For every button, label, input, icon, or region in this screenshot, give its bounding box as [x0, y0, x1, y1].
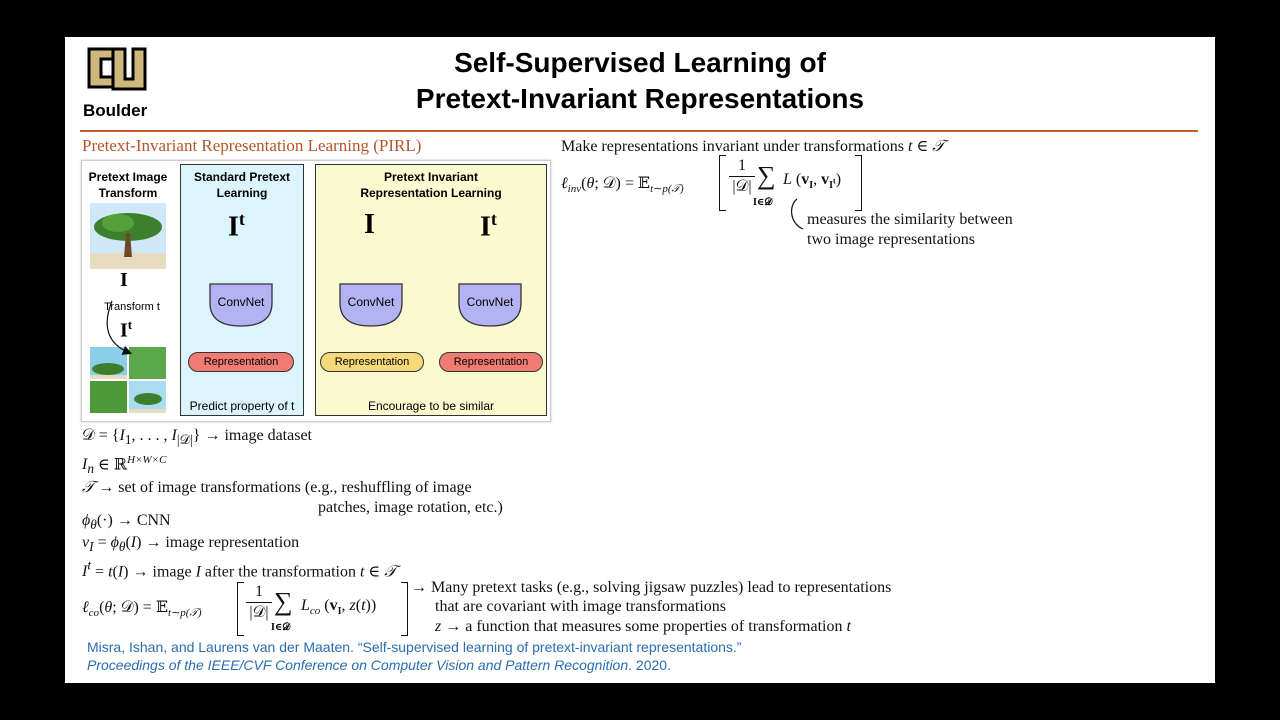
l-co-formula: ℓco(θ; 𝒟) = 𝔼t∼p(𝒯): [82, 599, 202, 620]
logo-text: Boulder: [83, 101, 148, 120]
citation-venue: Proceedings of the IEEE/CVF Conference o…: [87, 657, 629, 673]
inv-convnet-label-1: ConvNet: [347, 295, 395, 309]
inv-title-line1: Pretext Invariant: [383, 170, 479, 184]
def-transformations-cont: patches, image rotation, etc.): [318, 499, 503, 516]
std-convnet-label: ConvNet: [217, 295, 265, 309]
cu-logo-icon: [87, 47, 147, 91]
col1-title: Pretext Image Transform: [84, 169, 172, 201]
l-co-sum-index: I∈𝒟: [271, 622, 291, 633]
col1-title-line1: Pretext Image: [88, 170, 168, 184]
inv-representation-2: Representation: [439, 352, 543, 372]
l-inv-loss: L (vI, vIt): [783, 171, 842, 192]
inv-I-symbol: I: [364, 209, 375, 240]
std-title-line2: Learning: [216, 186, 268, 200]
def-cnn: ϕθ(·) → CNN: [82, 512, 171, 533]
def-transformed: It = t(I) → image I after the transforma…: [82, 558, 397, 581]
inv-bottom-label: Encourage to be similar: [367, 399, 495, 413]
similarity-note-line2: two image representations: [807, 231, 975, 248]
std-It-symbol: It: [228, 209, 245, 243]
col1-title-line2: Transform: [98, 186, 158, 200]
l-inv-bracket-left: [719, 155, 726, 211]
inv-It-symbol: It: [480, 209, 497, 243]
invariance-intro: Make representations invariant under tra…: [561, 138, 945, 155]
l-co-bracket-right: [401, 582, 408, 636]
slide-title-line2: Pretext-Invariant Representations: [415, 83, 865, 114]
inv-representation-1: Representation: [320, 352, 424, 372]
inv-title-line2: Representation Learning: [360, 186, 502, 200]
def-dataset: 𝒟 = {I1, . . . , I|𝒟|} → image dataset: [82, 427, 312, 448]
l-inv-frac: 1|𝒟|: [729, 157, 755, 196]
covariant-note-line3-text: a function that measures some properties…: [465, 618, 843, 635]
std-title-line1: Standard Pretext: [193, 170, 291, 184]
similarity-brace: [791, 198, 804, 230]
inv-convnet-shape-1: [339, 283, 403, 327]
std-convnet-shape: [209, 283, 273, 327]
def-dataset-text: image dataset: [224, 427, 312, 444]
similarity-note-line1: measures the similarity between: [807, 211, 1013, 228]
transform-label: Transform t: [104, 301, 160, 313]
def-transformations: 𝒯 → set of image transformations (e.g., …: [82, 479, 472, 496]
shuffled-patches-image: [90, 347, 166, 413]
pirl-figure: Pretext Image Transform I Transform t It: [81, 160, 551, 422]
l-co-loss: Lco (vI, z(t)): [301, 597, 377, 618]
std-representation: Representation: [188, 352, 294, 372]
l-inv-formula: ℓinv(θ; 𝒟) = 𝔼t∼p(𝒯): [561, 175, 684, 196]
cu-logo: [83, 43, 147, 99]
slide-title-line1: Self-Supervised Learning of: [454, 47, 826, 78]
def-representation: vI = ϕθ(I) → image representation: [82, 534, 300, 555]
section-heading: Pretext-Invariant Representation Learnin…: [82, 136, 422, 155]
citation-line2: Proceedings of the IEEE/CVF Conference o…: [87, 657, 671, 673]
l-co-bracket-left: [237, 582, 244, 636]
def-representation-text: image representation: [165, 534, 300, 551]
title-divider: [80, 130, 1198, 132]
l-co-sum: ∑: [274, 587, 293, 616]
covariant-note-line1: → Many pretext tasks (e.g., solving jigs…: [411, 579, 892, 596]
slide: Boulder Self-Supervised Learning of Pret…: [65, 37, 1215, 683]
covariant-note-line1-text: Many pretext tasks (e.g., solving jigsaw…: [431, 579, 892, 596]
fig-I-symbol: I: [120, 269, 128, 291]
std-bottom-label: Predict property of t: [189, 399, 295, 413]
tree-image: [90, 203, 166, 269]
def-transformations-text: set of image transformations (e.g., resh…: [118, 479, 472, 496]
def-image-space: In ∈ ℝH×W×C: [82, 454, 167, 477]
citation-line1: Misra, Ishan, and Laurens van der Maaten…: [87, 639, 742, 655]
fig-It-symbol: It: [120, 317, 133, 342]
l-inv-sum-index: I∈𝒟: [753, 197, 773, 208]
l-inv-sum: ∑: [757, 161, 776, 190]
invariance-intro-text: Make representations invariant under tra…: [561, 138, 904, 155]
covariant-note-line2: that are covariant with image transforma…: [435, 598, 727, 615]
covariant-note-line3: z → a function that measures some proper…: [435, 618, 851, 635]
l-inv-bracket-right: [855, 155, 862, 211]
inv-title: Pretext Invariant Representation Learnin…: [315, 169, 547, 201]
def-transformed-text: after the transformation: [204, 563, 356, 581]
l-co-frac: 1|𝒟|: [246, 583, 272, 622]
inv-convnet-shape-2: [458, 283, 522, 327]
std-title: Standard Pretext Learning: [180, 169, 304, 201]
inv-convnet-label-2: ConvNet: [466, 295, 514, 309]
def-cnn-text: CNN: [136, 512, 171, 529]
citation-year: . 2020.: [628, 657, 671, 673]
